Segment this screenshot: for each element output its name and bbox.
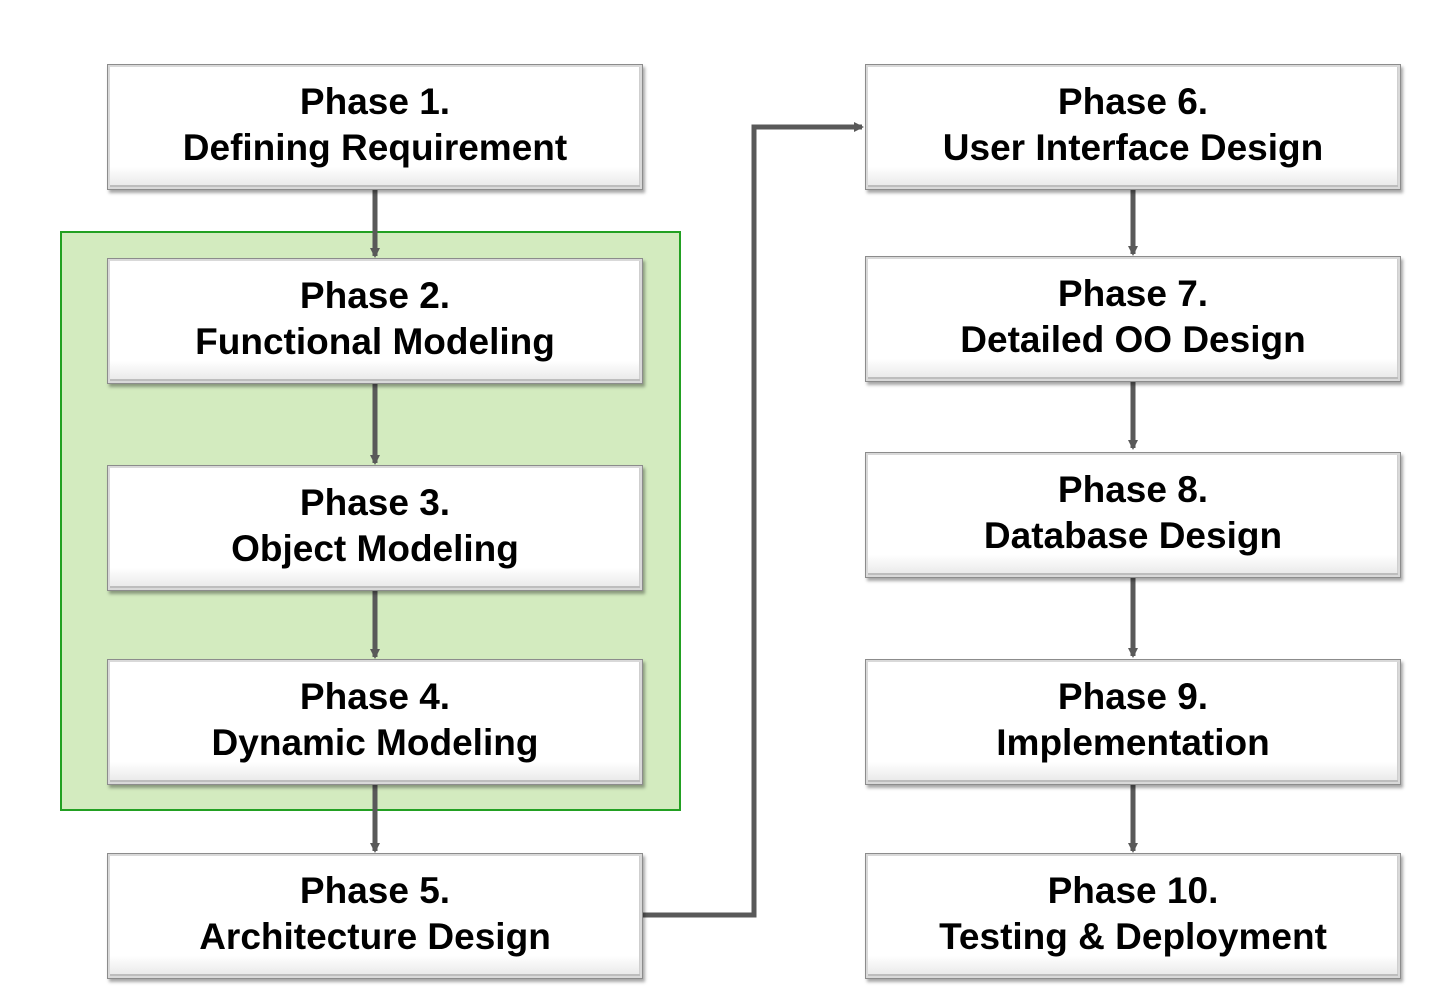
phase-9-number: Phase 9. bbox=[1057, 676, 1209, 717]
phase-2-number: Phase 2. bbox=[299, 275, 451, 316]
phase-9-name: Implementation bbox=[996, 722, 1270, 763]
phase-1-box: Phase 1. Defining Requirement bbox=[107, 64, 643, 190]
phase-3-name: Object Modeling bbox=[231, 528, 519, 569]
phase-6-name: User Interface Design bbox=[942, 127, 1324, 168]
phase-7-number: Phase 7. bbox=[1057, 273, 1209, 314]
phase-1-name: Defining Requirement bbox=[182, 127, 568, 168]
phase-4-name: Dynamic Modeling bbox=[211, 722, 539, 763]
phase-7-box: Phase 7. Detailed OO Design bbox=[865, 256, 1401, 382]
phase-8-number: Phase 8. bbox=[1057, 469, 1209, 510]
phase-6-number: Phase 6. bbox=[1057, 81, 1209, 122]
phase-5-box: Phase 5. Architecture Design bbox=[107, 853, 643, 979]
phase-2-box: Phase 2. Functional Modeling bbox=[107, 258, 643, 384]
phase-10-name: Testing & Deployment bbox=[939, 916, 1327, 957]
phase-4-box: Phase 4. Dynamic Modeling bbox=[107, 659, 643, 785]
phase-5-number: Phase 5. bbox=[299, 870, 451, 911]
phase-3-box: Phase 3. Object Modeling bbox=[107, 465, 643, 591]
phase-10-number: Phase 10. bbox=[1047, 870, 1219, 911]
phase-2-name: Functional Modeling bbox=[195, 321, 555, 362]
phase-5-name: Architecture Design bbox=[199, 916, 551, 957]
phase-10-box: Phase 10. Testing & Deployment bbox=[865, 853, 1401, 979]
phase-6-box: Phase 6. User Interface Design bbox=[865, 64, 1401, 190]
phase-3-number: Phase 3. bbox=[299, 482, 451, 523]
phase-4-number: Phase 4. bbox=[299, 676, 451, 717]
phase-8-box: Phase 8. Database Design bbox=[865, 452, 1401, 578]
phase-1-number: Phase 1. bbox=[299, 81, 451, 122]
arrow-phase5-to-phase6 bbox=[643, 122, 864, 918]
phase-8-name: Database Design bbox=[983, 515, 1283, 556]
phase-9-box: Phase 9. Implementation bbox=[865, 659, 1401, 785]
phase-7-name: Detailed OO Design bbox=[960, 319, 1306, 360]
